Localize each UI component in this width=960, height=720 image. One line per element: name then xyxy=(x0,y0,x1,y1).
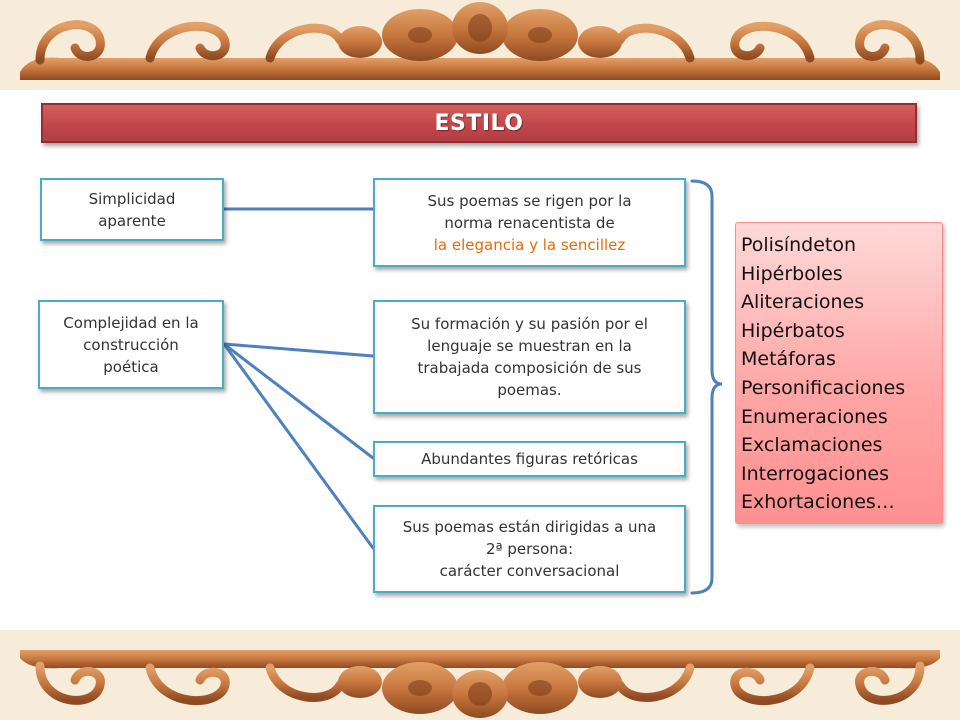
list-item: Personificaciones xyxy=(741,376,906,399)
complexity-line-2: construcción xyxy=(83,335,179,354)
training-line-4: poemas. xyxy=(497,381,562,399)
training-line-3: trabajada composición de sus xyxy=(417,359,642,377)
renaissance-line-1: Sus poemas se rigen por la xyxy=(427,191,632,210)
simplicity-line-2: aparente xyxy=(98,211,166,230)
top-ornament-border xyxy=(0,0,960,90)
list-item: Aliteraciones xyxy=(741,291,865,314)
elegance-highlight: la elegancia y la sencillez xyxy=(433,235,626,254)
carved-wood-scroll-image xyxy=(20,650,940,718)
simplicity-line-1: Simplicidad xyxy=(88,189,176,208)
carved-wood-scroll-image xyxy=(20,2,940,80)
training-line-1: Su formación y su pasión por el xyxy=(411,315,648,333)
complexity-line-3: poética xyxy=(103,357,159,376)
second-person-line-1: Sus poemas están dirigidas a una xyxy=(402,518,657,536)
training-line-2: lenguaje se muestran en la xyxy=(427,337,632,355)
training-box: Su formación y su pasión por el lenguaje… xyxy=(373,300,686,414)
figures-heading: Abundantes figuras retóricas xyxy=(421,450,638,468)
list-item: Hipérbatos xyxy=(741,319,845,342)
rhetorical-figures-list: Polisíndeton Hipérboles Aliteraciones Hi… xyxy=(735,222,943,524)
figures-heading-box: Abundantes figuras retóricas xyxy=(373,441,686,477)
renaissance-norm-box: Sus poemas se rigen por la norma renacen… xyxy=(373,178,686,267)
renaissance-line-2: norma renacentista de xyxy=(444,213,615,232)
second-person-line-2: 2ª persona: xyxy=(485,540,574,558)
title-banner: ESTILO xyxy=(41,103,917,143)
bracket xyxy=(690,179,723,595)
simplicity-box: Simplicidad aparente xyxy=(40,178,224,241)
second-person-line-3: carácter conversacional xyxy=(439,562,620,580)
bottom-ornament-border xyxy=(0,630,960,720)
list-item: Hipérboles xyxy=(741,262,843,285)
connector-complexity-figures xyxy=(222,342,375,460)
complexity-line-1: Complejidad en la xyxy=(63,313,199,332)
list-item: Enumeraciones xyxy=(741,405,888,428)
list-item: Interrogaciones xyxy=(741,462,889,485)
list-item: Metáforas xyxy=(741,348,836,371)
second-person-box: Sus poemas están dirigidas a una 2ª pers… xyxy=(373,505,686,593)
complexity-box: Complejidad en la construcción poética xyxy=(38,300,224,389)
list-item: Polisíndeton xyxy=(741,234,857,256)
list-item: Exhortaciones… xyxy=(741,491,895,514)
connector-complexity-second-person xyxy=(222,342,375,550)
connector-complexity-training xyxy=(222,342,375,358)
list-item: Exclamaciones xyxy=(741,434,883,457)
slide-title: ESTILO xyxy=(434,110,524,136)
